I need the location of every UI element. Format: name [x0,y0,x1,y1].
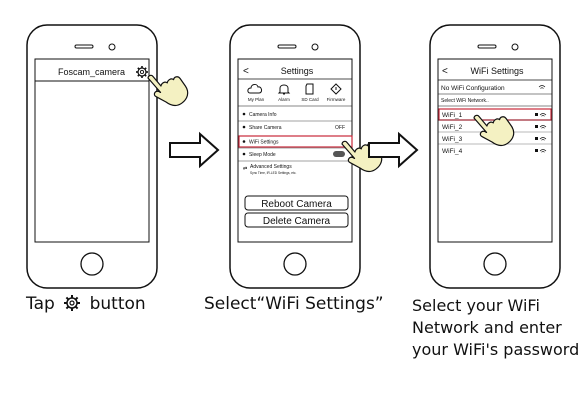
arrow-1 [169,131,220,169]
hand-pointer-icon [147,74,189,107]
lock-icon [535,113,538,116]
lock-icon [535,125,538,128]
wifi-signal-icon [539,149,547,153]
caption-step-1-after: button [89,294,146,314]
wifi-signal-icon [539,113,547,117]
advanced-icon: ⇄ [243,166,247,172]
sleep-mode-toggle[interactable] [333,151,345,157]
hand-pointer-icon [473,114,515,147]
caption-step-3-line-2: Network and enter [412,318,562,337]
phone-1-camera [108,43,116,51]
device-name-label: Foscam_camera [58,67,125,77]
wifi-back-button[interactable]: < [442,66,448,77]
settings-back-button[interactable]: < [243,66,249,77]
tile-label-firmware: Firmware [327,97,346,102]
tile-label-alarm: Alarm [278,97,290,102]
delete-camera-button[interactable]: Delete Camera [244,212,349,228]
wifi-network-name: WiFi_1 [442,112,463,119]
tile-label-my-plan: My Plan [248,97,265,102]
sd-card-icon[interactable] [305,83,314,95]
firmware-icon[interactable] [330,83,342,95]
phone-1-screen [34,58,150,243]
phone-3-home-button [483,252,507,276]
tile-label-sd-card: SD Card [301,97,319,102]
wifi-settings-title: WiFi Settings [470,66,524,76]
caption-step-3-line-1: Select your WiFi [412,296,540,315]
camera-info-icon [242,112,246,116]
delete-camera-label: Delete Camera [263,216,331,227]
phone-3: < WiFi Settings No WiFi Configuration Se… [429,24,561,289]
caption-step-3: Select your WiFi Network and enter your … [412,295,579,361]
wifi-network-name: WiFi_3 [442,136,463,143]
phone-1: Foscam_camera [26,24,189,289]
lock-icon [535,149,538,152]
sleep-mode-label: Sleep Mode [249,152,276,158]
wifi-status-text: No WiFi Configuration [441,85,505,92]
reboot-camera-button[interactable]: Reboot Camera [244,195,349,211]
wifi-settings-label: WiFi Settings [249,140,279,146]
sleep-icon [242,152,246,156]
caption-step-3-line-3: your WiFi's password [412,340,580,359]
select-network-label: Select WiFi Network.. [441,98,489,104]
share-camera-value: OFF [335,125,345,131]
wifi-network-name: WiFi_4 [442,148,463,155]
wifi-settings-highlight [238,135,353,148]
phone-3-screen [437,58,553,243]
reboot-camera-label: Reboot Camera [261,199,332,210]
caption-step-2: Select“WiFi Settings” [204,294,384,314]
gear-icon [64,295,81,311]
advanced-settings-sub: Sync Time, IR-LED Settings, etc. [250,171,297,175]
arrow-2 [368,131,419,169]
phone-3-camera [511,43,519,51]
share-icon [242,125,246,129]
wifi-icon [242,140,246,143]
wifi-signal-icon [539,137,547,141]
advanced-settings-label: Advanced Settings [250,164,292,170]
settings-row-sleep-mode[interactable]: Sleep Mode [242,151,345,158]
share-camera-label: Share Camera [249,125,282,131]
phone-2-camera [311,43,319,51]
wifi-signal-icon [539,125,547,129]
caption-step-1-before: Tap [26,294,55,314]
phone-1-speaker [74,44,94,49]
caption-step-1: Tap button [26,293,146,315]
settings-title: Settings [281,66,314,76]
settings-row-advanced[interactable]: ⇄ Advanced Settings Sync Time, IR-LED Se… [243,164,297,175]
phone-2-home-button [283,252,307,276]
wifi-network-row[interactable]: WiFi_4 [442,148,547,155]
phone-1-home-button [80,252,104,276]
settings-row-wifi-settings[interactable]: WiFi Settings [242,140,279,146]
wifi-network-name: WiFi_2 [442,124,463,131]
cloud-icon[interactable] [247,84,262,94]
phone-2-speaker [277,44,297,49]
gear-icon[interactable] [136,66,148,78]
phone-2-screen [237,58,353,243]
bell-icon[interactable] [277,84,291,95]
lock-icon [535,137,538,140]
phone-2: < Settings My Plan Alarm SD Card Firmwar… [229,24,383,289]
camera-info-label: Camera Info [249,112,277,118]
settings-row-camera-info[interactable]: Camera Info [242,112,277,118]
settings-row-share-camera[interactable]: Share Camera OFF [242,125,345,131]
wifi-signal-icon [538,85,546,89]
phone-3-speaker [477,44,497,49]
